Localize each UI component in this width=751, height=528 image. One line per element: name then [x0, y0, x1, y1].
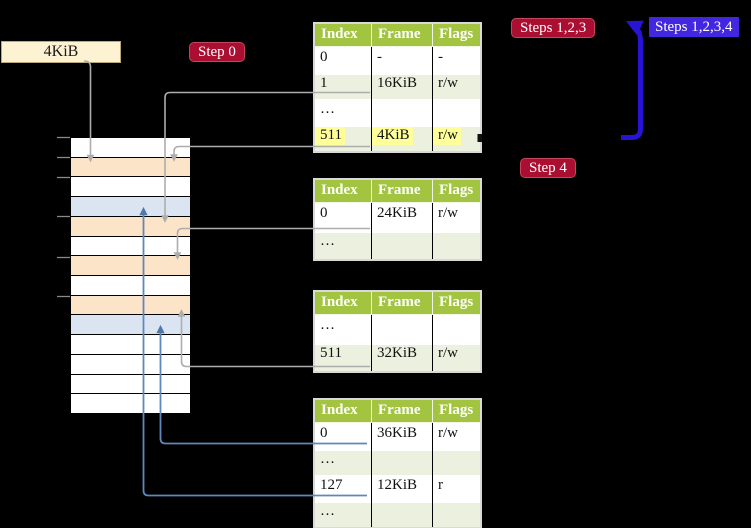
memory-frame-row — [71, 295, 190, 316]
page-table-2: Index Frame Flags 0 24KiB r/w … — [313, 178, 482, 261]
table-cell-highlighted: 4KiB — [372, 125, 433, 151]
table-cell — [372, 315, 433, 343]
memory-frame-row — [71, 256, 190, 277]
steps-123-badge: Steps 1,2,3 — [511, 18, 596, 38]
table-cell: … — [315, 449, 372, 475]
table-cell: 127 — [315, 475, 372, 501]
table-cell: 511 — [315, 343, 372, 371]
memory-frame-row — [71, 354, 190, 375]
memory-frame-row — [71, 138, 190, 158]
column-header-flags: Flags — [433, 180, 480, 203]
physical-memory-column — [70, 137, 191, 414]
table-cell: 24KiB — [372, 203, 433, 231]
table-cell: 32KiB — [372, 343, 433, 371]
table-cell: 0 — [315, 423, 372, 449]
memory-frame-row — [71, 276, 190, 296]
memory-frame-row — [71, 374, 190, 395]
table-cell-highlighted: r/w — [433, 125, 480, 151]
table-cell: 36KiB — [372, 423, 433, 449]
column-header-index: Index — [315, 180, 372, 203]
column-header-frame: Frame — [372, 24, 433, 47]
table-cell: r/w — [433, 73, 480, 99]
page-table-level-top: Index Frame Flags 0 - - 1 16KiB r/w … 51… — [313, 22, 482, 153]
table-cell — [372, 99, 433, 125]
table-cell — [372, 231, 433, 259]
column-header-flags: Flags — [433, 292, 480, 315]
memory-frame-row — [71, 197, 190, 217]
memory-frame-row — [71, 315, 190, 336]
table-cell: 1 — [315, 73, 372, 99]
arrow-steps-loop — [621, 20, 644, 140]
column-header-index: Index — [315, 292, 372, 315]
memory-frame-row — [71, 236, 190, 257]
table-cell: r — [433, 475, 480, 501]
memory-frame-row — [71, 335, 190, 355]
memory-frame-row — [71, 157, 190, 178]
page-table-3: Index Frame Flags … 511 32KiB r/w — [313, 290, 482, 373]
table-cell: r/w — [438, 205, 458, 221]
table-cell: r/w — [433, 343, 480, 371]
table-cell: 16KiB — [372, 73, 433, 99]
column-header-index: Index — [315, 400, 372, 423]
table-cell: - — [372, 47, 433, 73]
column-header-frame: Frame — [372, 292, 433, 315]
table-cell: r/w — [438, 425, 458, 441]
table-cell — [372, 501, 433, 527]
step0-badge: Step 0 — [189, 42, 245, 62]
column-header-flags: Flags — [433, 24, 480, 47]
steps-1234-badge: Steps 1,2,3,4 — [649, 17, 739, 37]
table-cell: - — [438, 49, 443, 65]
memory-frame-row — [71, 177, 190, 198]
memory-frame-row — [71, 216, 190, 237]
table-cell-highlighted: 511 — [315, 125, 372, 151]
column-header-frame: Frame — [372, 180, 433, 203]
step4-badge: Step 4 — [520, 158, 576, 178]
table-cell: 0 — [315, 47, 372, 73]
table-cell — [433, 231, 480, 259]
table-cell — [433, 449, 480, 475]
column-header-flags: Flags — [433, 400, 480, 423]
table-cell: … — [315, 99, 372, 125]
table-cell: … — [315, 315, 372, 343]
table-cell — [372, 449, 433, 475]
table-cell — [433, 501, 480, 527]
column-header-frame: Frame — [372, 400, 433, 423]
memory-tick-marks — [57, 136, 70, 298]
page-size-label: 4KiB — [1, 41, 121, 63]
table-cell: 0 — [315, 203, 372, 231]
table-cell: … — [315, 501, 372, 527]
table-cell — [433, 315, 480, 343]
memory-frame-row — [71, 394, 190, 414]
page-table-4: Index Frame Flags 0 36KiB r/w … 127 12Ki… — [313, 398, 482, 528]
table-cell: 12KiB — [372, 475, 433, 501]
column-header-index: Index — [315, 24, 372, 47]
table-cell — [433, 99, 480, 125]
table-cell: … — [315, 231, 372, 259]
